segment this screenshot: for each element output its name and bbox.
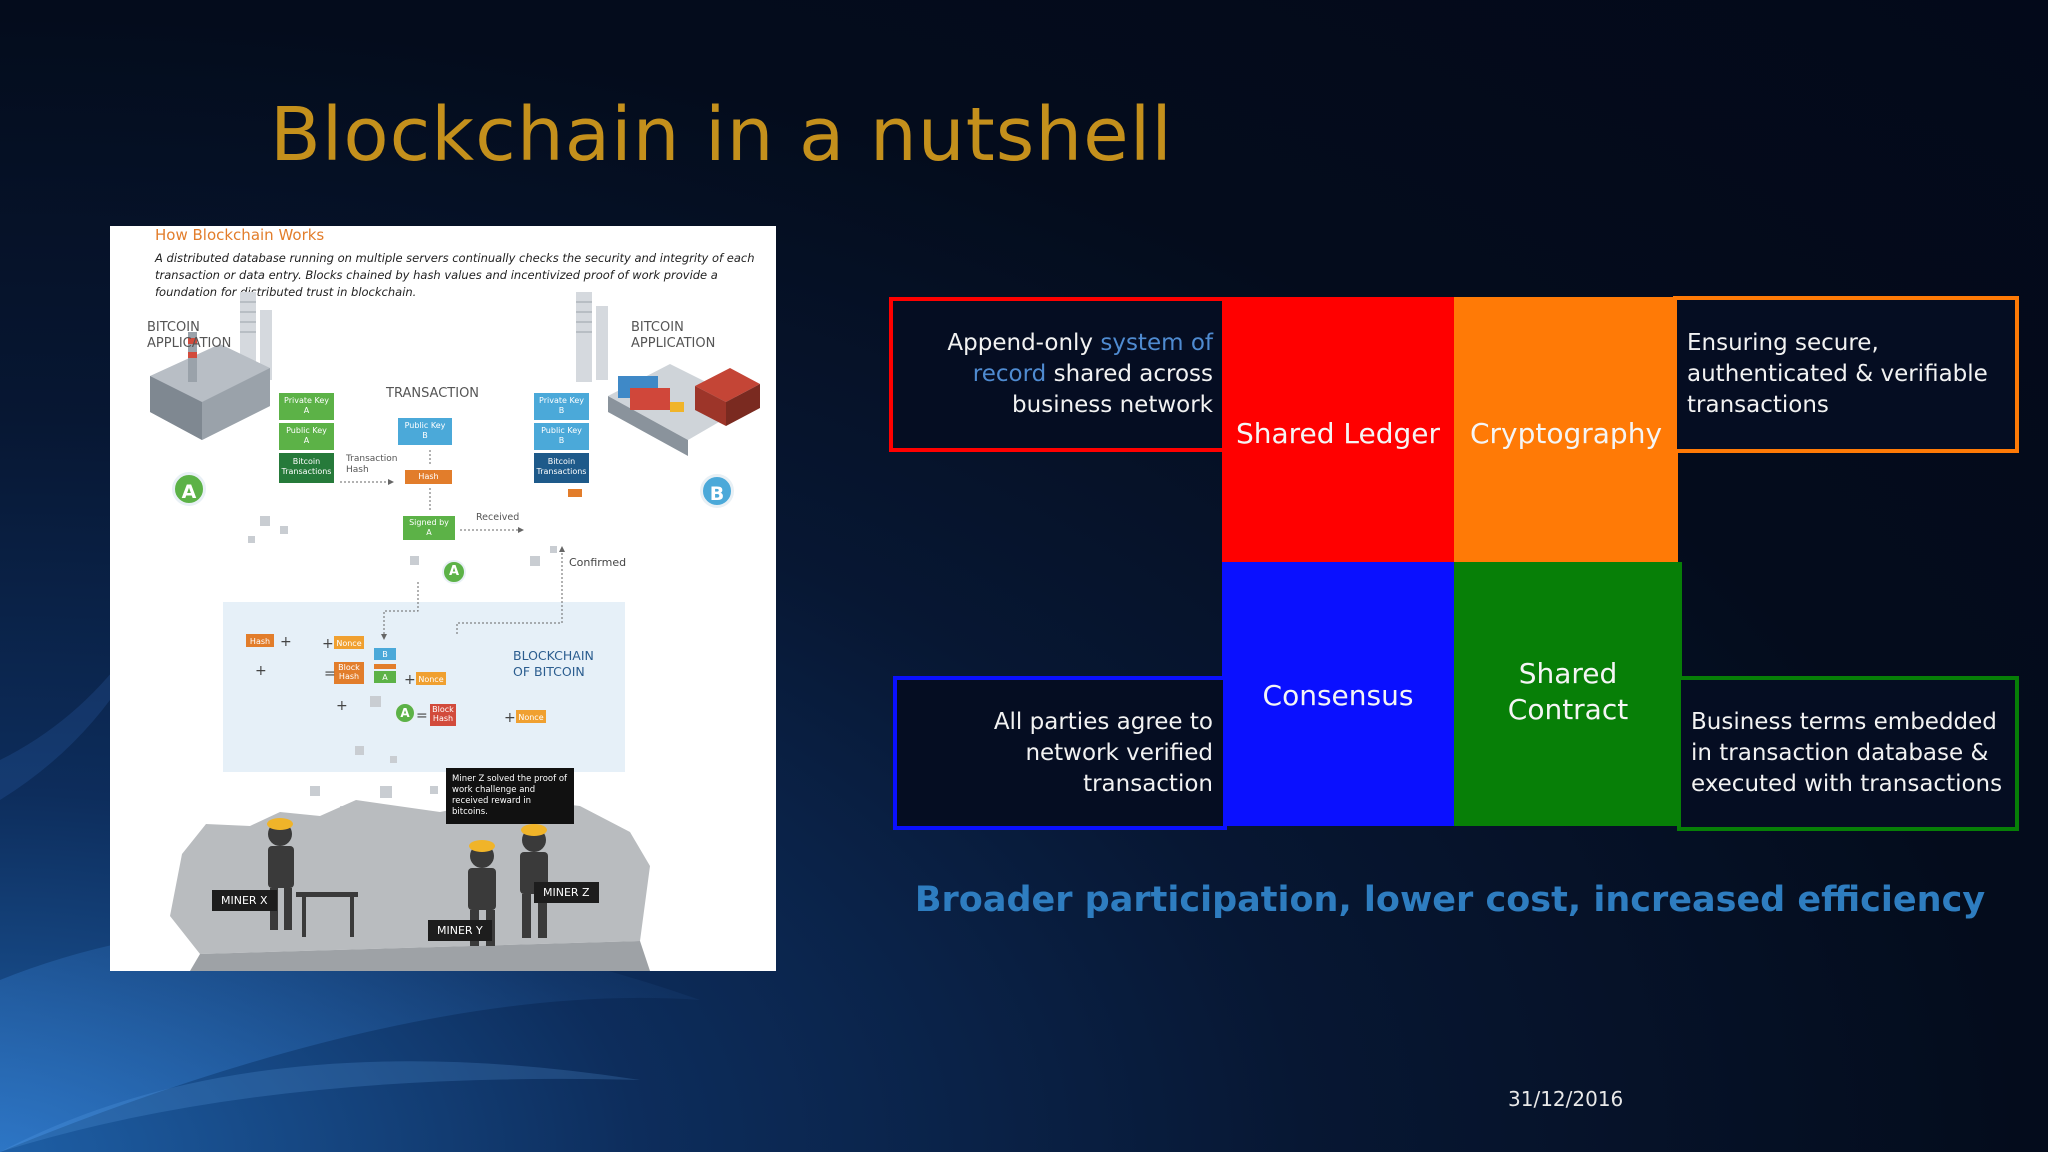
- how-blockchain-works-infographic: How Blockchain Works A distributed datab…: [110, 226, 776, 971]
- miner-note: Miner Z solved the proof of work challen…: [446, 768, 574, 824]
- left-private-key: Private Key A: [284, 396, 329, 415]
- cryptography-description-box: Ensuring secure, authenticated & verifia…: [1673, 296, 2019, 453]
- left-public-key: Public Key A: [286, 426, 327, 445]
- block-nonce-label-2: Nonce: [418, 675, 444, 684]
- svg-text:+: +: [255, 663, 267, 679]
- svg-text:+: +: [336, 698, 348, 714]
- block-hash-box-1: Block Hash: [338, 663, 360, 681]
- svg-text:+: +: [404, 672, 416, 688]
- ledger-desc-post: shared across business network: [1012, 361, 1213, 418]
- shared-ledger-label: Shared Ledger: [1235, 417, 1441, 450]
- shared-ledger-description-box: Append-only system of record shared acro…: [889, 297, 1227, 452]
- transaction-hash-label: Transaction Hash: [346, 454, 398, 475]
- svg-text:+: +: [322, 636, 334, 652]
- cryptography-label: Cryptography: [1469, 417, 1663, 450]
- block-nonce-label-1: Nonce: [336, 639, 362, 648]
- cryptography-description: Ensuring secure, authenticated & verifia…: [1687, 330, 1988, 418]
- slide-date: 31/12/2016: [1508, 1087, 1624, 1111]
- shared-ledger-box: Shared Ledger: [1222, 297, 1454, 562]
- block-hash-box-2: Block Hash: [432, 705, 454, 723]
- bitcoin-application-left-label: BITCOIN APPLICATION: [147, 320, 232, 351]
- block-nonce-label-3: Nonce: [518, 713, 544, 722]
- block-a-badge: A: [394, 702, 416, 724]
- infographic-illustration: ++ += ++ =+: [150, 292, 760, 971]
- blockchain-of-bitcoin-label: BLOCKCHAIN OF BITCOIN: [513, 648, 594, 679]
- center-signed-by: Signed by A: [409, 518, 449, 537]
- svg-text:+: +: [280, 634, 292, 650]
- transaction-label: TRANSACTION: [386, 386, 480, 401]
- consensus-box: Consensus: [1222, 562, 1454, 826]
- svg-text:=: =: [416, 708, 428, 724]
- miner-z-label: MINER Z: [534, 882, 599, 903]
- confirmed-label: Confirmed: [569, 556, 627, 569]
- bitcoin-application-right-label: BITCOIN APPLICATION: [631, 320, 716, 351]
- consensus-description-box: All parties agree to network verified tr…: [893, 676, 1227, 830]
- node-b-badge: B: [700, 474, 734, 508]
- svg-text:+: +: [504, 710, 516, 726]
- block-b-label: B: [382, 650, 388, 659]
- slide-title: Blockchain in a nutshell: [270, 92, 1173, 178]
- shared-contract-box: Shared Contract: [1454, 562, 1682, 826]
- received-label: Received: [476, 512, 520, 523]
- right-bitcoin-transactions: Bitcoin Transactions: [536, 457, 587, 476]
- infographic-heading: How Blockchain Works: [155, 226, 325, 244]
- consensus-label: Consensus: [1262, 679, 1414, 712]
- miner-x-label: MINER X: [212, 890, 277, 911]
- node-a-badge: A: [172, 472, 206, 506]
- right-private-key: Private Key B: [539, 396, 584, 415]
- shared-contract-description: Business terms embedded in transaction d…: [1691, 709, 2003, 797]
- left-bitcoin-transactions: Bitcoin Transactions: [281, 457, 332, 476]
- block-a-label: A: [382, 673, 388, 682]
- miner-y-label: MINER Y: [428, 920, 492, 941]
- shared-ledger-description: Append-only system of record shared acro…: [903, 328, 1213, 421]
- ledger-desc-highlight: system of record: [972, 330, 1213, 387]
- shared-contract-description-box: Business terms embedded in transaction d…: [1677, 676, 2019, 831]
- block-hash-label: Hash: [249, 637, 271, 646]
- cryptography-box: Cryptography: [1454, 297, 1678, 562]
- infographic-description: A distributed database running on multip…: [155, 251, 755, 299]
- consensus-description: All parties agree to network verified tr…: [993, 708, 1213, 797]
- center-public-key: Public Key B: [404, 421, 446, 440]
- ledger-desc-pre: Append-only: [947, 330, 1101, 356]
- right-public-key: Public Key B: [541, 426, 582, 445]
- shared-contract-label: Shared Contract: [1507, 657, 1629, 726]
- tagline: Broader participation, lower cost, incre…: [914, 880, 1986, 920]
- svg-text:=: =: [324, 666, 336, 682]
- signed-a-badge: A: [442, 560, 466, 584]
- center-hash: Hash: [418, 472, 439, 481]
